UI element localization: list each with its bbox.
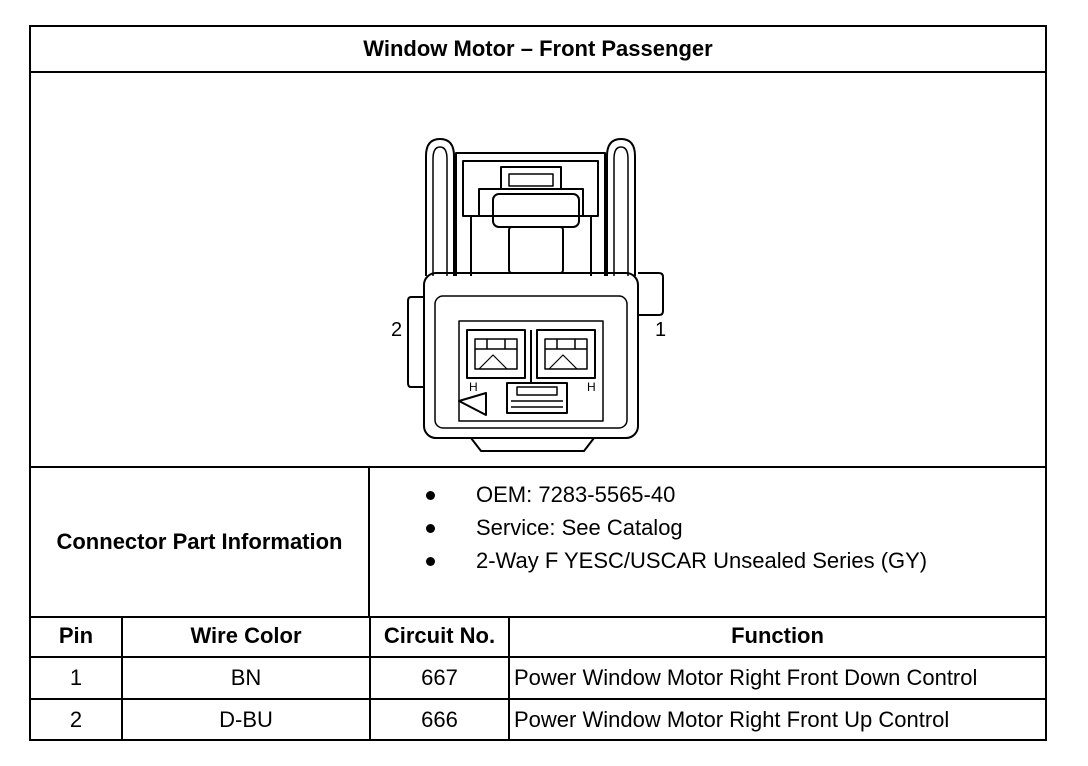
cell-pin: 1 [31, 656, 123, 700]
connector-info-label: Connector Part Information [31, 468, 370, 616]
lock-tab [500, 166, 562, 190]
connector-body [423, 272, 639, 439]
cell-wire-color: BN [121, 656, 371, 700]
top-housing-inner [462, 160, 599, 217]
connector-info-item-text: 2-Way F YESC/USCAR Unsealed Series (GY) [476, 548, 928, 573]
table-row: 1 BN 667 Power Window Motor Right Front … [31, 656, 1045, 700]
tpa-ribs [511, 400, 563, 408]
page-title: Window Motor – Front Passenger [31, 27, 1045, 73]
left-latch-arm-inner [432, 146, 448, 276]
connector-sheet: Window Motor – Front Passenger [29, 25, 1047, 741]
header-wire-color: Wire Color [121, 616, 371, 658]
left-latch-arm [425, 138, 455, 276]
connector-info-list: OEM: 7283-5565-40 Service: See Catalog 2… [370, 468, 1045, 626]
pin-table-header: Pin Wire Color Circuit No. Function [31, 616, 1045, 658]
right-latch-arm [606, 138, 636, 276]
lock-rail-right [561, 188, 584, 216]
polarization-triangle [458, 392, 487, 416]
bullet-icon [426, 524, 435, 533]
right-latch-arm-inner [613, 146, 629, 276]
cavity-1-terminal-detail [545, 339, 587, 350]
cavity-1 [536, 329, 596, 379]
cell-circuit-no: 666 [369, 698, 510, 740]
side-rib-left [407, 296, 424, 388]
lock-rail-left [478, 188, 501, 216]
cell-function: Power Window Motor Right Front Up Contro… [508, 698, 1045, 740]
connector-diagram-panel: H H 2 1 [31, 71, 1045, 468]
connector-skirt [470, 437, 595, 452]
cpa-stem [508, 226, 564, 274]
connector-info-item-text: OEM: 7283-5565-40 [476, 482, 676, 507]
cavity-frame [458, 320, 604, 422]
cell-pin: 2 [31, 698, 123, 740]
terminal-mark-left: H [469, 380, 478, 394]
pin-label-2: 2 [391, 319, 402, 341]
table-row: 2 D-BU 666 Power Window Motor Right Fron… [31, 698, 1045, 740]
cpa-head [492, 193, 580, 228]
connector-face-drawing: H H 2 1 [391, 138, 666, 452]
connector-body-inner [434, 295, 628, 429]
connector-info-item: OEM: 7283-5565-40 [370, 478, 1045, 511]
connector-part-info: Connector Part Information OEM: 7283-556… [31, 468, 1045, 618]
cavity-2-spring [478, 354, 508, 370]
cavity-1-spring [548, 354, 578, 370]
header-function: Function [508, 616, 1045, 658]
bullet-icon [426, 557, 435, 566]
pin-label-1: 1 [655, 319, 666, 341]
connector-info-item-text: Service: See Catalog [476, 515, 683, 540]
cell-circuit-no: 667 [369, 656, 510, 700]
tpa-tab [516, 386, 558, 396]
header-pin: Pin [31, 616, 123, 658]
pin-table: Pin Wire Color Circuit No. Function 1 BN… [31, 616, 1045, 740]
connector-info-item: Service: See Catalog [370, 511, 1045, 544]
bullet-icon [426, 491, 435, 500]
cavity-2 [466, 329, 526, 379]
cell-wire-color: D-BU [121, 698, 371, 740]
side-rib-right [638, 272, 664, 316]
top-housing [455, 152, 606, 276]
cavity-1-terminal [544, 338, 588, 370]
cavity-2-terminal [474, 338, 518, 370]
tpa-slot [506, 382, 568, 414]
header-circuit-no: Circuit No. [369, 616, 510, 658]
terminal-mark-right: H [587, 380, 596, 394]
cavity-2-terminal-detail [475, 339, 517, 350]
lock-tab-inner [508, 173, 554, 187]
cell-function: Power Window Motor Right Front Down Cont… [508, 656, 1045, 700]
connector-info-item: 2-Way F YESC/USCAR Unsealed Series (GY) [370, 544, 1045, 577]
